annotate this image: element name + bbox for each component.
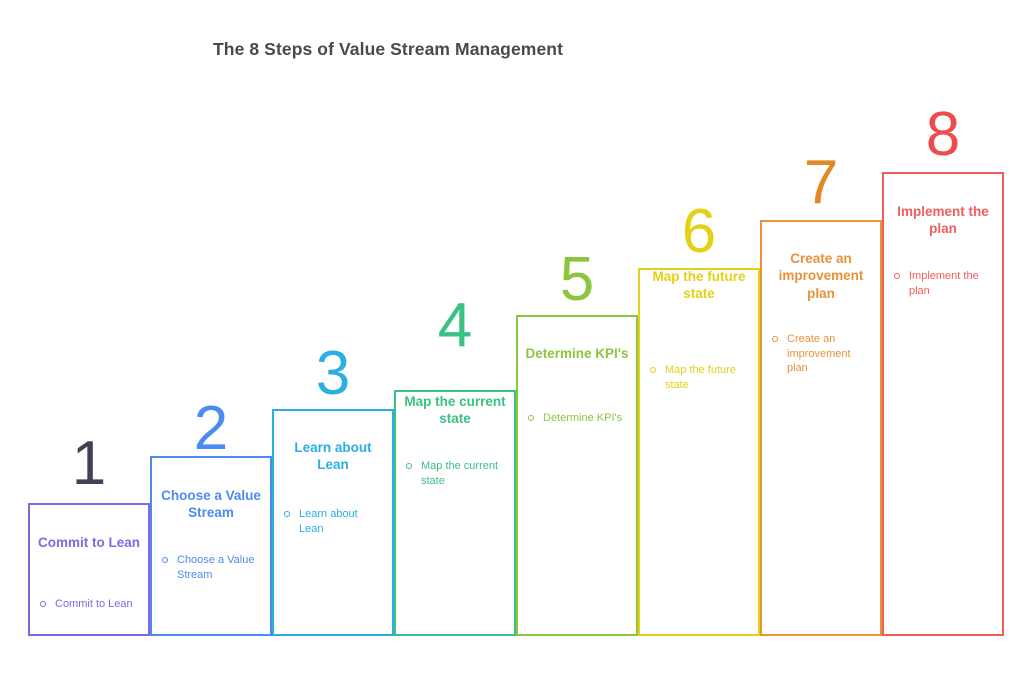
step-bullet-list-3: Learn about Lean <box>283 507 385 539</box>
bullet-circle-icon <box>284 511 290 517</box>
step-number-6: 6 <box>681 197 717 266</box>
step-number-2: 2 <box>193 394 229 463</box>
step-heading-8: Implement the plan <box>897 204 989 237</box>
list-item: Choose a Value Stream <box>161 553 263 582</box>
bullet-circle-icon <box>528 415 534 421</box>
step-number-3: 3 <box>315 339 351 408</box>
step-heading-5: Determine KPI's <box>525 346 629 361</box>
bullet-circle-icon <box>40 601 46 607</box>
bullet-circle-icon <box>406 463 412 469</box>
bullet-circle-icon <box>650 367 656 373</box>
step-box-6[interactable] <box>638 268 760 636</box>
step-heading-1: Commit to Lean <box>37 535 140 550</box>
step-bullet-label: Implement the plan <box>909 270 979 297</box>
step-bullet-label: Choose a Value Stream <box>177 554 255 581</box>
step-bullet-list-7: Create an improvement plan <box>771 332 873 379</box>
step-bullet-label: Learn about Lean <box>299 508 358 535</box>
list-item: Map the future state <box>649 363 751 392</box>
step-heading-7: Create an improvement plan <box>778 251 864 301</box>
step-number-1: 1 <box>71 429 107 498</box>
list-item: Implement the plan <box>893 269 995 298</box>
step-bullet-label: Create an improvement plan <box>787 333 851 375</box>
step-number-4: 4 <box>437 291 473 360</box>
step-bullet-list-8: Implement the plan <box>893 269 995 301</box>
step-box-1[interactable] <box>28 503 150 636</box>
step-bullet-list-1: Commit to Lean <box>39 597 141 615</box>
step-heading-2: Choose a Value Stream <box>161 488 261 521</box>
step-heading-3: Learn about Lean <box>294 440 372 473</box>
step-box-5[interactable] <box>516 315 638 636</box>
bullet-circle-icon <box>162 557 168 563</box>
step-box-2[interactable] <box>150 456 272 636</box>
step-bullet-list-6: Map the future state <box>649 363 751 395</box>
step-box-8[interactable] <box>882 172 1004 636</box>
bullet-circle-icon <box>772 336 778 342</box>
page-title: The 8 Steps of Value Stream Management <box>213 39 564 59</box>
list-item: Commit to Lean <box>39 597 141 612</box>
step-bullet-label: Map the future state <box>665 364 736 391</box>
step-box-4[interactable] <box>394 390 516 636</box>
step-bullet-label: Determine KPI's <box>543 412 623 424</box>
step-bullet-list-4: Map the current state <box>405 459 507 491</box>
list-item: Create an improvement plan <box>771 332 873 376</box>
step-bullet-list-2: Choose a Value Stream <box>161 553 263 585</box>
step-box-7[interactable] <box>760 220 882 636</box>
step-bullet-list-5: Determine KPI's <box>527 411 629 429</box>
step-number-7: 7 <box>803 148 839 217</box>
list-item: Learn about Lean <box>283 507 385 536</box>
step-heading-6: Map the future state <box>652 269 746 302</box>
step-heading-4: Map the current state <box>404 394 506 427</box>
step-bullet-label: Map the current state <box>421 460 499 487</box>
step-number-8: 8 <box>925 100 961 169</box>
list-item: Determine KPI's <box>527 411 629 426</box>
step-number-5: 5 <box>559 245 595 314</box>
bullet-circle-icon <box>894 273 900 279</box>
step-box-3[interactable] <box>272 409 394 636</box>
step-bullet-label: Commit to Lean <box>55 598 133 610</box>
list-item: Map the current state <box>405 459 507 488</box>
